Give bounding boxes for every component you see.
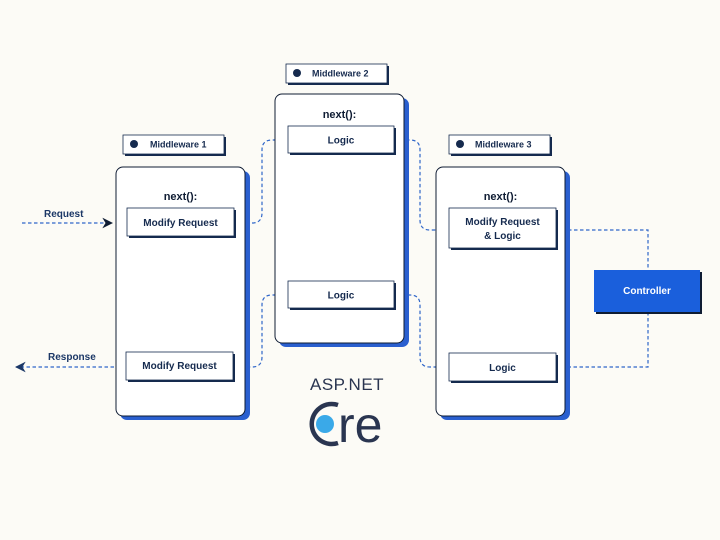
middleware-2-tag-label: Middleware 2 <box>312 69 369 79</box>
middleware-1-tag-label: Middleware 1 <box>150 140 207 150</box>
middleware-3-request-label-line2: & Logic <box>484 231 521 242</box>
connector-m2-m3-request <box>394 139 449 231</box>
bullet-icon <box>130 140 138 148</box>
middleware-2: Middleware 2 next(): Logic Logic <box>274 63 409 347</box>
middleware-3-tag-label: Middleware 3 <box>475 140 532 150</box>
connector-m3-m2-response <box>394 294 449 368</box>
middleware-2-logic-bottom-label: Logic <box>328 291 355 302</box>
middleware-3-next: next(): <box>484 191 518 203</box>
middleware-3-tag <box>448 134 551 155</box>
aspnet-core-logo: ASP.NET re <box>309 375 384 453</box>
middleware-1-request-box <box>126 207 235 237</box>
middleware-1-response-box <box>125 351 234 381</box>
middleware-3-request-label-line1: Modify Request <box>465 217 540 228</box>
middleware-1-tag <box>122 134 225 155</box>
middleware-1-request-label: Modify Request <box>143 218 218 229</box>
middleware-2-next: next(): <box>323 109 357 121</box>
middleware-1-response-label: Modify Request <box>142 361 217 372</box>
connectors <box>14 139 649 373</box>
controller-box <box>594 270 700 312</box>
middleware-2-logic-top-label: Logic <box>328 136 355 147</box>
controller: Controller <box>594 270 702 314</box>
middleware-2-logic-bottom <box>287 280 395 309</box>
middleware-3-request-box <box>448 207 557 249</box>
logo-c-arc <box>309 401 339 447</box>
connector-m2-m1-response <box>234 294 288 368</box>
bullet-icon <box>456 140 464 148</box>
middleware-3-logic-label: Logic <box>489 363 516 374</box>
logo-o-dot <box>316 415 334 433</box>
connector-m1-m2-request <box>234 139 288 224</box>
bullet-icon <box>293 69 301 77</box>
controller-label: Controller <box>623 286 671 297</box>
connector-controller-m3 <box>556 312 649 368</box>
middleware-2-logic-top <box>287 125 395 154</box>
middleware-1-next: next(): <box>164 191 198 203</box>
response-label: Response <box>48 352 96 363</box>
logo-aspnet-text: ASP.NET <box>310 375 384 394</box>
connector-m3-controller <box>556 229 649 270</box>
middleware-3: Middleware 3 next(): Modify Request & Lo… <box>435 134 570 420</box>
middleware-3-logic-box <box>448 352 557 382</box>
request-label: Request <box>44 209 84 220</box>
logo-re-text: re <box>338 397 382 453</box>
middleware-1: Middleware 1 next(): Modify Request Modi… <box>115 134 250 420</box>
middleware-2-tag <box>285 63 388 84</box>
